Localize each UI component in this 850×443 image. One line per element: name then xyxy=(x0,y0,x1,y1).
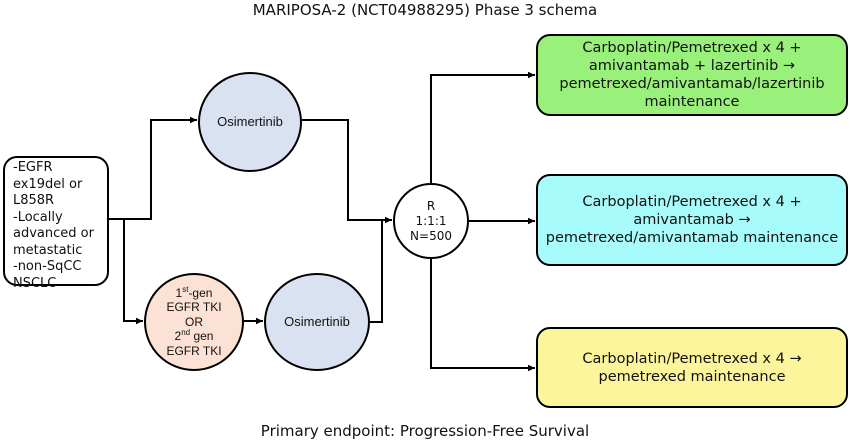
eligibility-line: -Locally xyxy=(13,209,63,225)
arm-amivantamab-box: Carboplatin/Pemetrexed x 4 + amivantamab… xyxy=(536,174,848,266)
randomization-label: R xyxy=(426,198,436,213)
prior-tki-line-4: 2nd gen xyxy=(166,329,221,344)
prior-tki-line-3: OR xyxy=(185,314,203,329)
eligibility-line: metastatic xyxy=(13,242,83,258)
eligibility-line: NSCLC xyxy=(13,275,57,291)
eligibility-line: -EGFR xyxy=(13,160,53,175)
arm-text-line: pemetrexed/amivantamab maintenance xyxy=(545,230,839,246)
connector-osimertinib-to-randomization xyxy=(302,119,392,224)
osimertinib-node: Osimertinib xyxy=(198,72,302,172)
arm-text-line: Carboplatin/Pemetrexed x 4 + xyxy=(582,194,802,210)
arm-text-line: Carboplatin/Pemetrexed x 4 → xyxy=(582,350,802,367)
gen-text: gen xyxy=(190,329,214,344)
eligibility-line: ex19del or xyxy=(13,176,83,192)
arm-text-line: maintenance xyxy=(644,94,740,110)
prior-egfr-tki-node: 1st-gen EGFR TKI OR 2nd gen EGFR TKI xyxy=(144,273,244,371)
connector-eligibility-to-prior-tki xyxy=(123,219,143,325)
prior-tki-line-5: EGFR TKI xyxy=(166,343,222,358)
connector-randomization-to-arm1 xyxy=(430,71,535,183)
ordinal-suffix: st xyxy=(182,284,189,294)
connector-eligibility-to-osimertinib xyxy=(109,116,197,220)
prior-tki-line-1: 1st-gen xyxy=(166,284,221,301)
connector-randomization-to-arm3 xyxy=(430,259,535,372)
primary-endpoint-caption: Primary endpoint: Progression-Free Survi… xyxy=(260,422,590,440)
arm-text-line: pemetrexed maintenance xyxy=(598,368,786,385)
osimertinib-label: Osimertinib xyxy=(217,114,283,129)
arm-text-line: Carboplatin/Pemetrexed x 4 + xyxy=(582,40,802,56)
eligibility-criteria-box: -EGFR ex19del or L858R -Locally advanced… xyxy=(3,156,109,291)
ordinal-number: 1 xyxy=(175,285,183,300)
osimertinib-label: Osimertinib xyxy=(284,314,350,329)
osimertinib-after-tki-node: Osimertinib xyxy=(264,273,370,371)
ordinal-number: 2 xyxy=(174,329,182,344)
arm-text-line: pemetrexed/amivantamab/lazertinib xyxy=(559,76,825,92)
eligibility-line: advanced or xyxy=(13,226,94,241)
eligibility-line: L858R xyxy=(13,193,55,208)
ordinal-suffix: nd xyxy=(181,328,191,338)
eligibility-line: -non-SqCC xyxy=(13,259,82,274)
arm-chemotherapy-box: Carboplatin/Pemetrexed x 4 → pemetrexed … xyxy=(536,327,848,408)
diagram-title: MARIPOSA-2 (NCT04988295) Phase 3 schema xyxy=(252,1,598,19)
randomization-ratio: 1:1:1 xyxy=(415,213,447,228)
prior-tki-line-2: EGFR TKI xyxy=(166,300,222,315)
arm-text-line: amivantamab + lazertinib → xyxy=(588,58,796,74)
arm-amivantamab-lazertinib-box: Carboplatin/Pemetrexed x 4 + amivantamab… xyxy=(536,34,848,116)
arm-text-line: amivantamab → xyxy=(633,212,751,228)
connector-osimertinib2-to-randomization xyxy=(370,220,383,323)
gen-text: -gen xyxy=(188,285,213,300)
randomization-sample-size: N=500 xyxy=(410,228,452,243)
randomization-node: R 1:1:1 N=500 xyxy=(393,183,469,259)
